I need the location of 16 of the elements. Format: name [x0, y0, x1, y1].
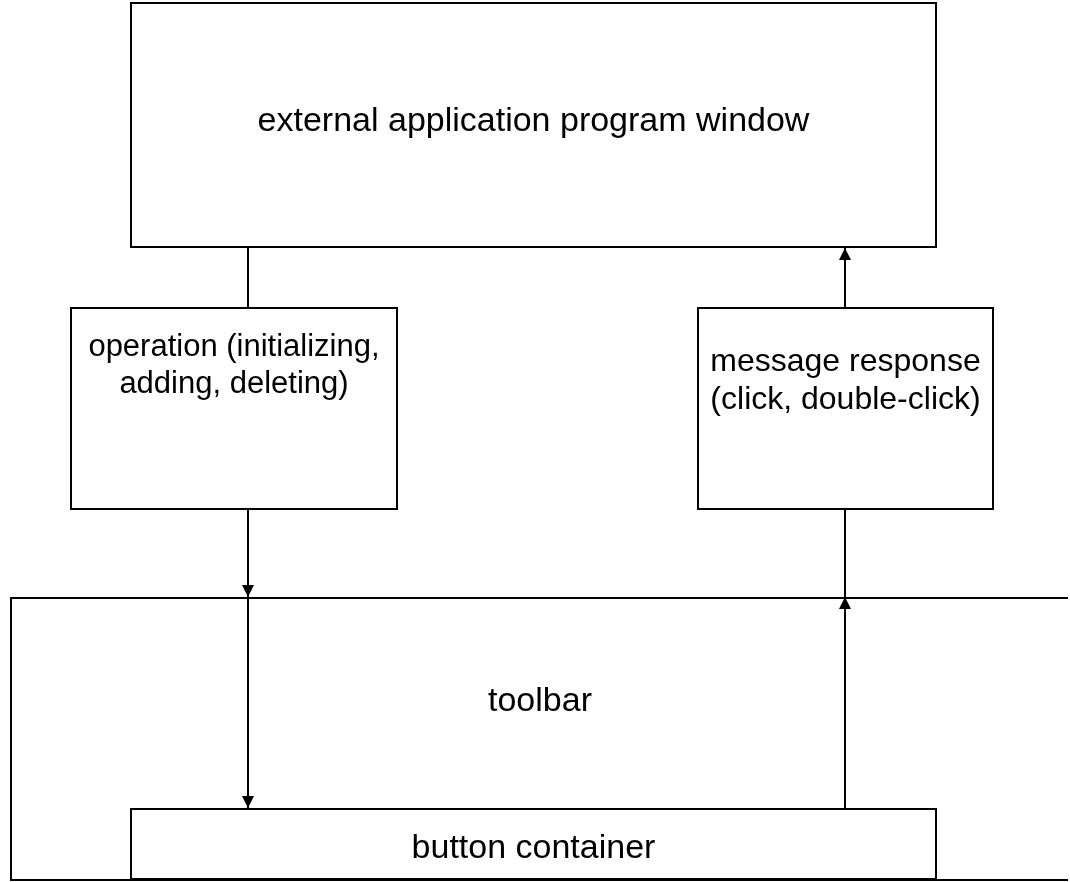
node-label: button container: [410, 826, 657, 867]
node-label: external application program window: [256, 99, 811, 140]
node-label: toolbar: [487, 679, 593, 720]
process-box: [130, 2, 937, 248]
process-box: [70, 307, 398, 510]
connector-line: [844, 509, 846, 598]
process-box: [130, 808, 937, 880]
connector-line: [247, 247, 249, 308]
node-label: operation (initializing, adding, deleting): [87, 327, 381, 402]
node-label: message response (click, double-click): [709, 341, 982, 418]
arrow: [242, 596, 254, 809]
process-box: [697, 307, 994, 510]
arrow: [839, 247, 851, 308]
arrow: [242, 509, 254, 598]
process-box: [10, 597, 1068, 881]
arrow: [839, 596, 851, 809]
